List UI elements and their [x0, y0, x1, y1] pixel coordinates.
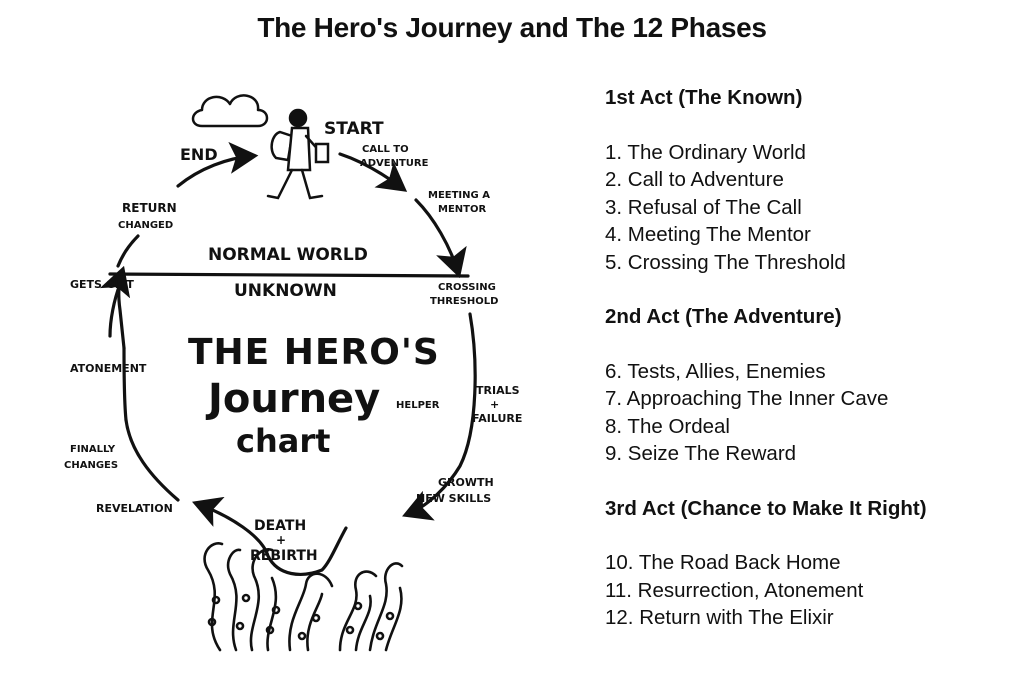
label-failure: FAILURE [472, 412, 522, 425]
label-mentor-1: MEETING A [428, 190, 490, 201]
label-end: END [180, 145, 218, 164]
act-list: 6. Tests, Allies, Enemies 7. Approaching… [605, 358, 1015, 468]
label-call-2: ADVENTURE [360, 158, 429, 169]
acts-panel: 1st Act (The Known) 1. The Ordinary Worl… [605, 84, 1015, 659]
phase-item: 9. Seize The Reward [605, 442, 797, 465]
label-finally-2: CHANGES [64, 460, 118, 471]
act-heading: 2nd Act (The Adventure) [605, 305, 842, 328]
label-death-plus: + [276, 533, 286, 547]
phase-item: 12. Return with The Elixir [605, 606, 834, 629]
hero-icon [266, 108, 330, 200]
label-return-2: CHANGED [118, 220, 173, 231]
act-heading: 1st Act (The Known) [605, 86, 803, 109]
phase-item: 7. Approaching The Inner Cave [605, 387, 889, 410]
label-crossing-1: CROSSING [438, 282, 496, 293]
label-start: START [324, 119, 384, 139]
act-list: 10. The Road Back Home 11. Resurrection,… [605, 549, 1015, 632]
label-crossing-2: THRESHOLD [430, 296, 498, 307]
label-finally-1: FINALLY [70, 444, 116, 455]
center-title-2: Journey [205, 376, 380, 422]
center-title-1: THE HERO'S [188, 332, 440, 373]
label-mentor-2: MENTOR [438, 204, 486, 215]
phase-item: 3. Refusal of The Call [605, 195, 802, 219]
label-trials: TRIALS [476, 384, 520, 397]
label-trials-plus: + [490, 398, 499, 411]
phase-item: 5. Crossing The Threshold [605, 250, 846, 274]
phase-item: 11. Resurrection, Atonement [605, 578, 864, 602]
phase-item: 6. Tests, Allies, Enemies [605, 359, 826, 383]
label-atonement: ATONEMENT [70, 362, 147, 375]
cloud-icon [191, 94, 269, 128]
label-growth-1: GROWTH [438, 476, 494, 489]
phase-item: 8. The Ordeal [605, 414, 730, 438]
label-death: DEATH [254, 518, 306, 534]
label-call-1: CALL TO [362, 144, 409, 155]
heros-journey-diagram: START END CALL TO ADVENTURE MEETING A ME… [64, 94, 522, 652]
act-list: 1. The Ordinary World 2. Call to Adventu… [605, 139, 1015, 277]
label-normal-world: NORMAL WORLD [208, 245, 368, 265]
label-return-1: RETURN [122, 201, 177, 215]
phase-item: 10. The Road Back Home [605, 551, 841, 574]
label-growth-2: NEW SKILLS [416, 492, 491, 505]
act-heading: 3rd Act (Chance to Make It Right) [605, 496, 927, 520]
page-title: The Hero's Journey and The 12 Phases [257, 12, 767, 43]
label-helper: HELPER [396, 400, 440, 411]
phase-item: 4. Meeting The Mentor [605, 223, 811, 246]
phase-item: 2. Call to Adventure [605, 168, 784, 191]
label-revelation: REVELATION [96, 502, 173, 515]
center-title-3: chart [236, 422, 330, 460]
phase-item: 1. The Ordinary World [605, 140, 806, 164]
label-unknown: UNKNOWN [234, 281, 337, 301]
label-rebirth: REBIRTH [250, 548, 318, 564]
tentacles-icon [203, 542, 404, 652]
label-gets-gift: GETS GIFT [70, 278, 134, 291]
